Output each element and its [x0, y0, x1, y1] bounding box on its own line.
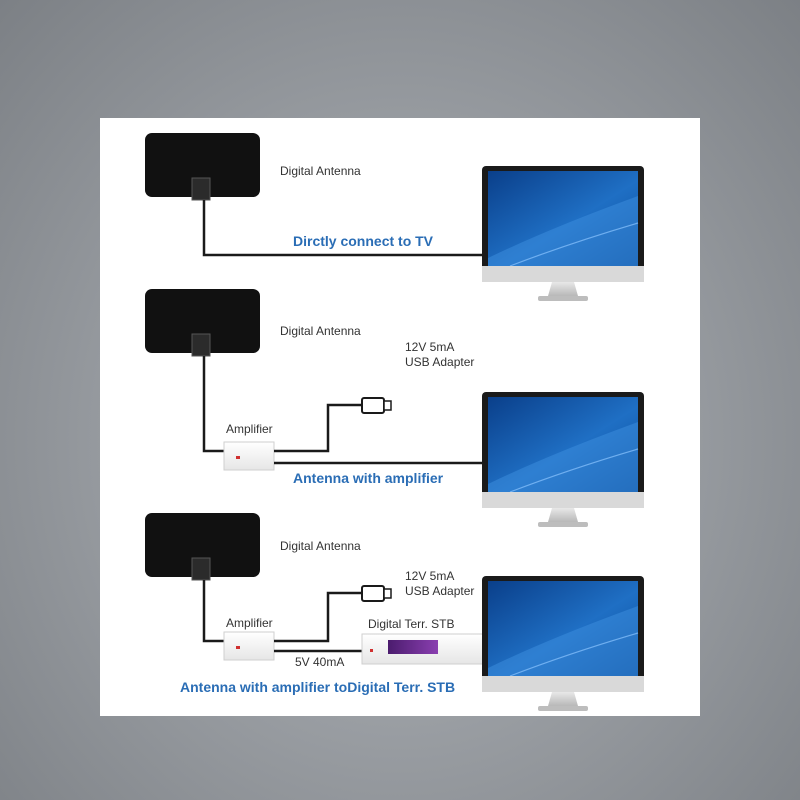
power-label-3: 5V 40mA — [295, 655, 344, 669]
antenna-cable-1 — [202, 200, 483, 257]
adapter-label-2-line2: USB Adapter — [405, 355, 474, 369]
usb-cable-2 — [274, 403, 365, 453]
diagram-panel: Digital Antenna Dirctly connect to TV Di… — [100, 118, 700, 716]
usb-plug-2 — [361, 397, 392, 414]
antenna-label-3: Digital Antenna — [280, 539, 361, 553]
amplifier-2 — [223, 441, 275, 471]
antenna-3 — [145, 513, 260, 581]
adapter-label-2-line1: 12V 5mA — [405, 340, 454, 354]
antenna-2 — [145, 289, 260, 357]
amplifier-label-3: Amplifier — [226, 616, 273, 630]
tv-2 — [482, 392, 644, 527]
antenna-cable-2 — [202, 356, 224, 453]
stb-label-3: Digital Terr. STB — [368, 617, 454, 631]
antenna-label-1: Digital Antenna — [280, 164, 361, 178]
set-top-box-3 — [361, 633, 485, 665]
antenna-1 — [145, 133, 260, 201]
antenna-label-2: Digital Antenna — [280, 324, 361, 338]
section-stb: Digital Antenna 12V 5mA USB Adapter Ampl… — [145, 513, 644, 711]
amplifier-label-2: Amplifier — [226, 422, 273, 436]
adapter-label-3-line2: USB Adapter — [405, 584, 474, 598]
connection-diagram: Digital Antenna Dirctly connect to TV Di… — [145, 133, 644, 711]
usb-plug-3 — [361, 585, 392, 602]
caption-direct: Dirctly connect to TV — [293, 233, 434, 249]
tv-3 — [482, 576, 644, 711]
adapter-label-3-line1: 12V 5mA — [405, 569, 454, 583]
section-direct: Digital Antenna Dirctly connect to TV — [145, 133, 644, 301]
caption-amplifier: Antenna with amplifier — [293, 470, 444, 486]
usb-cable-3 — [274, 591, 365, 643]
section-amplifier: Digital Antenna 12V 5mA USB Adapter Ampl… — [145, 289, 644, 527]
caption-stb: Antenna with amplifier toDigital Terr. S… — [180, 679, 455, 695]
antenna-cable-3 — [202, 580, 224, 643]
amplifier-3 — [223, 631, 275, 661]
tv-1 — [482, 166, 644, 301]
